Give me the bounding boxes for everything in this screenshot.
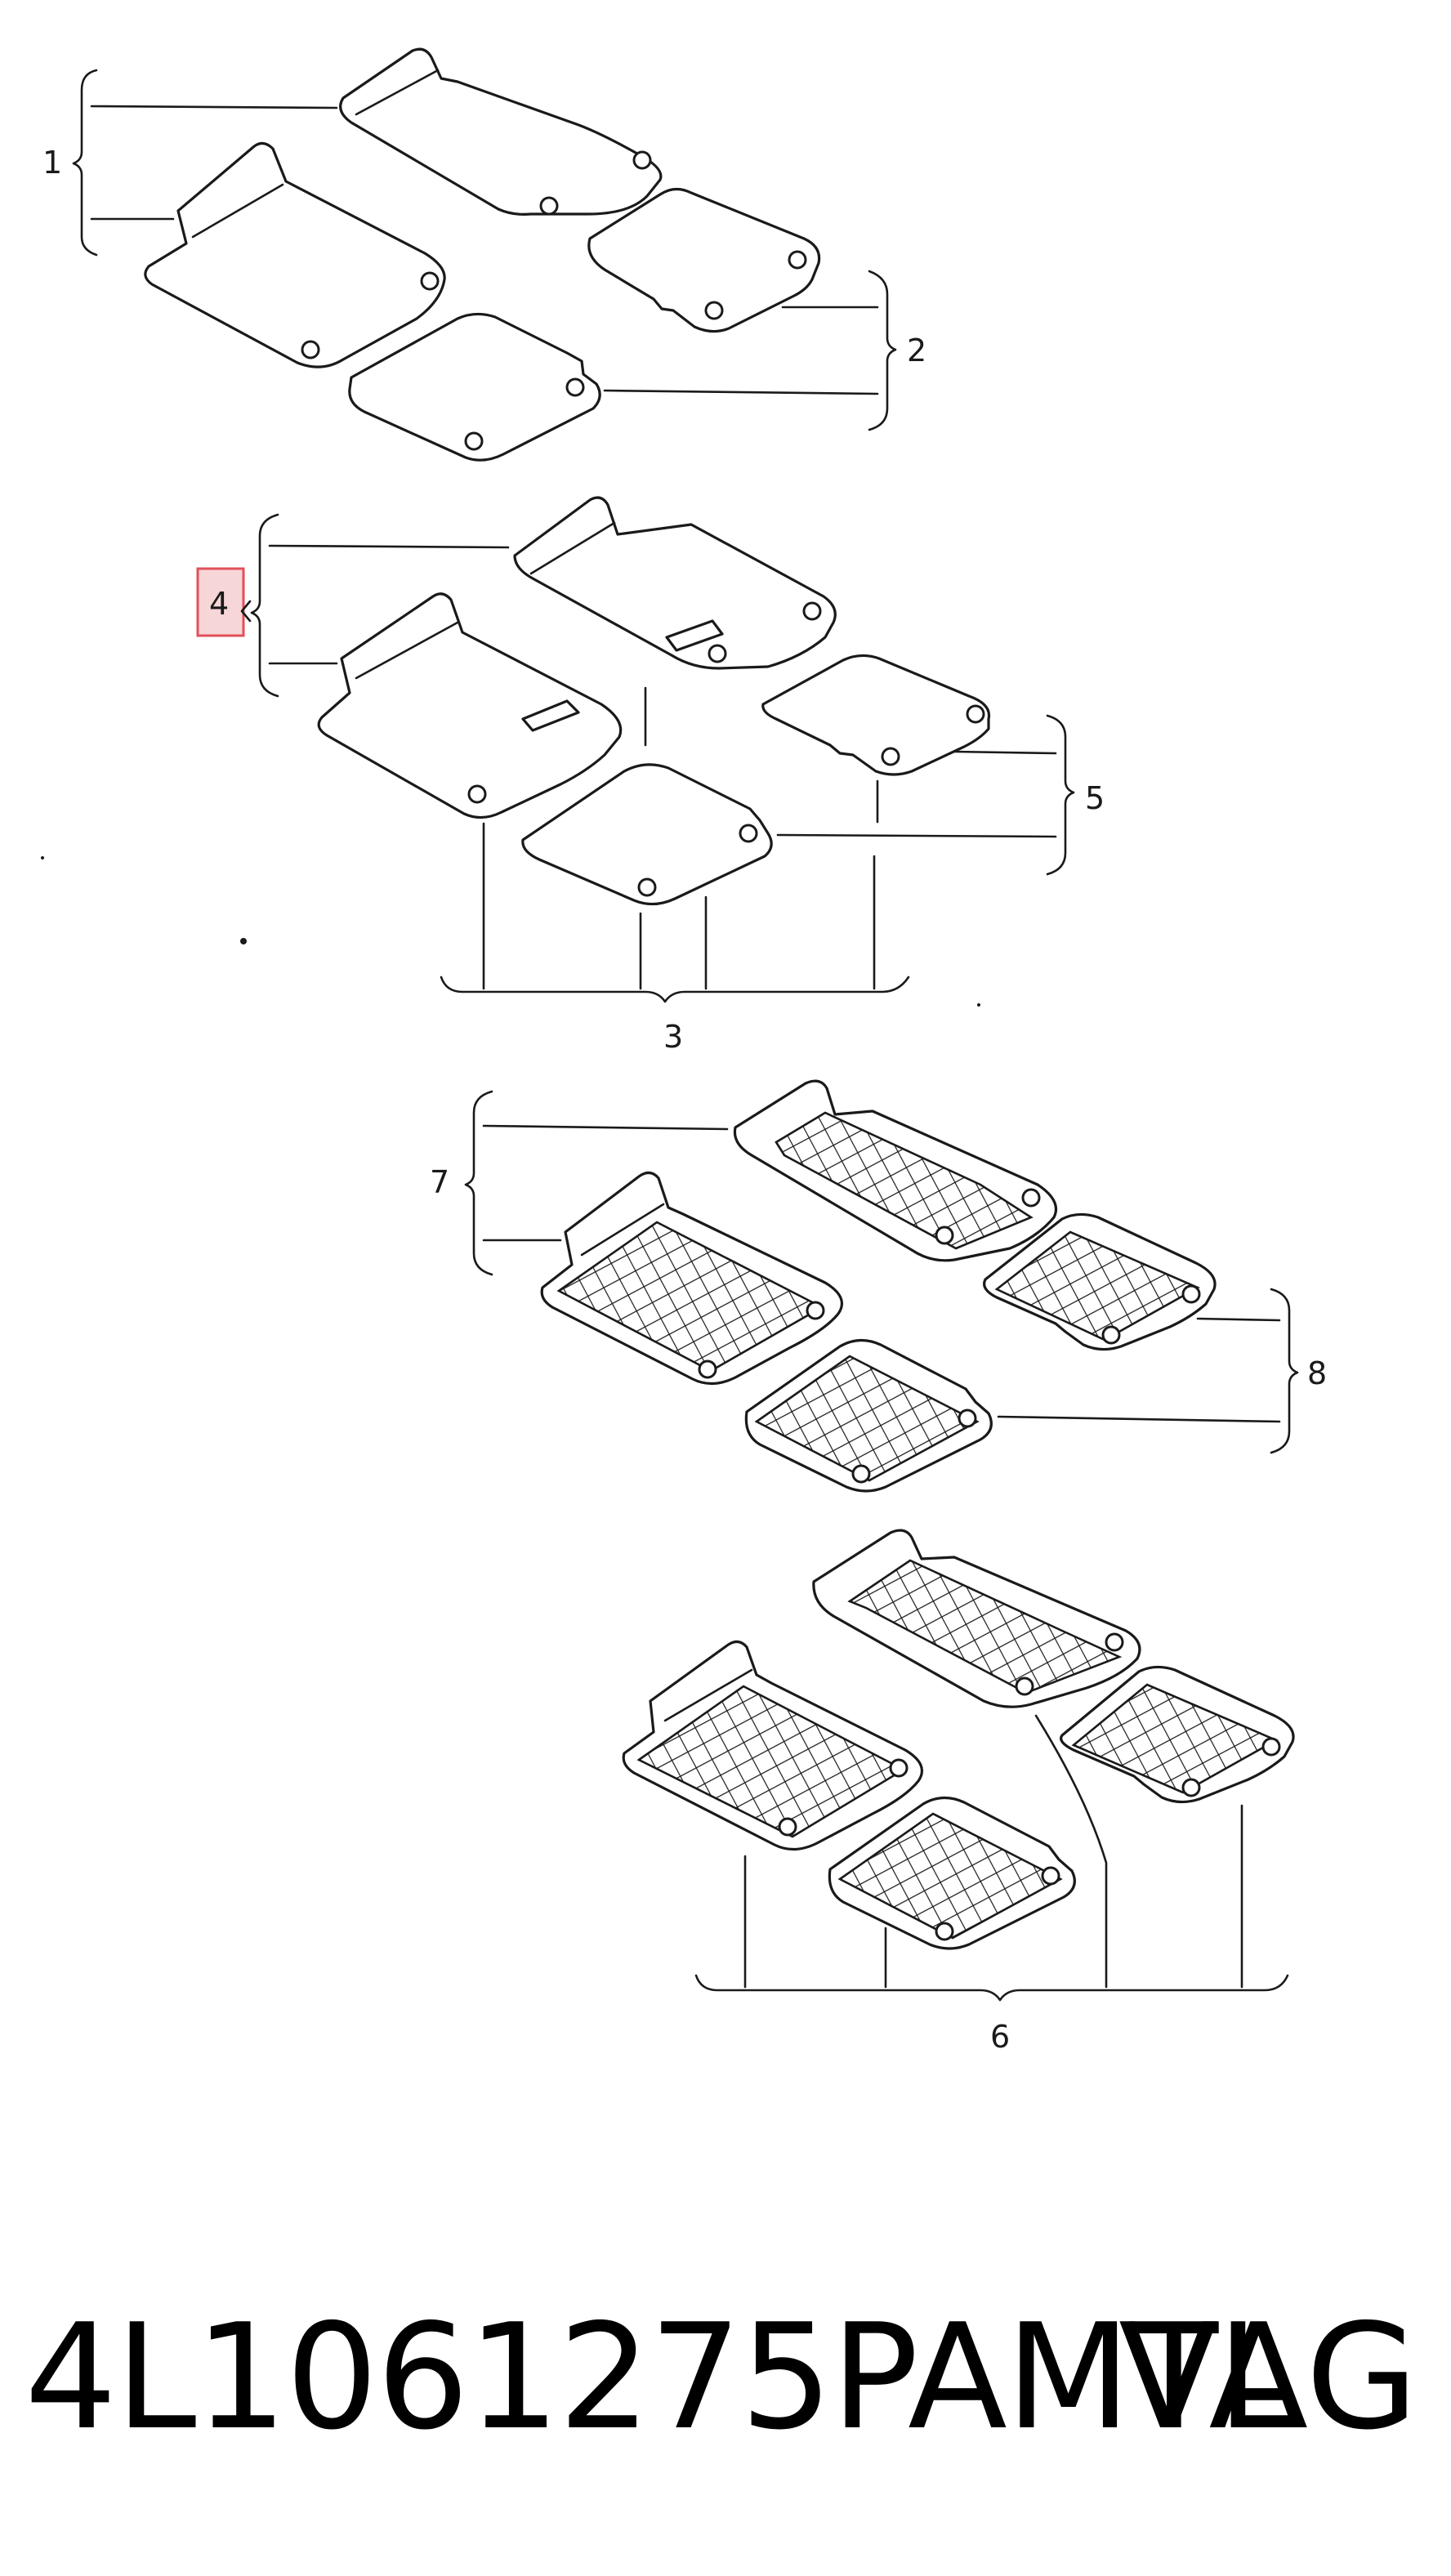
- mat-set-plain: 1 2: [42, 47, 926, 462]
- bracket-1: [72, 69, 98, 257]
- callout-5: 5: [1085, 780, 1105, 816]
- floor-mat-parts-diagram: 1 2 4 5: [41, 47, 1327, 2055]
- front-mat-heelpad-lower: [317, 592, 623, 819]
- rear-mat-heelpad-upper: [761, 654, 991, 776]
- callout-2: 2: [907, 333, 926, 368]
- part-info-footer: 4L1061275PAMTL VAG: [0, 2271, 1451, 2484]
- part-number: 4L1061275PAMTL: [25, 2293, 1297, 2462]
- callout-4-highlight[interactable]: [196, 567, 245, 637]
- mat-set-rubber-grid-complete: 6: [622, 1529, 1295, 2055]
- mat-set-rubber-grid: 7 8: [430, 1079, 1327, 1493]
- bracket-7: [464, 1090, 493, 1276]
- rear-mat-heelpad-lower: [521, 763, 773, 906]
- speck: [240, 938, 247, 944]
- bracket-8: [1270, 1288, 1299, 1454]
- speck: [977, 1003, 980, 1007]
- bracket-4: [250, 513, 279, 698]
- speck: [41, 856, 44, 859]
- bracket-6: [694, 1974, 1289, 2002]
- callout-7: 7: [430, 1164, 449, 1200]
- rear-mat-upper: [587, 187, 821, 333]
- front-mat-heelpad-upper: [513, 496, 837, 670]
- callout-6: 6: [990, 2019, 1010, 2055]
- bracket-3: [440, 975, 910, 1003]
- bracket-2: [868, 270, 897, 431]
- callout-8: 8: [1307, 1355, 1327, 1391]
- bracket-5: [1046, 714, 1075, 876]
- brand-name: VAG: [1118, 2293, 1418, 2462]
- front-mat-right: [144, 141, 446, 368]
- mat-set-with-heel-pad: 4 5 3: [196, 496, 1105, 1055]
- callout-1: 1: [42, 145, 62, 181]
- rear-mat-lower: [348, 312, 601, 462]
- callout-4: 4: [209, 586, 229, 622]
- front-mat-left-top: [339, 47, 663, 216]
- callout-3: 3: [663, 1019, 683, 1055]
